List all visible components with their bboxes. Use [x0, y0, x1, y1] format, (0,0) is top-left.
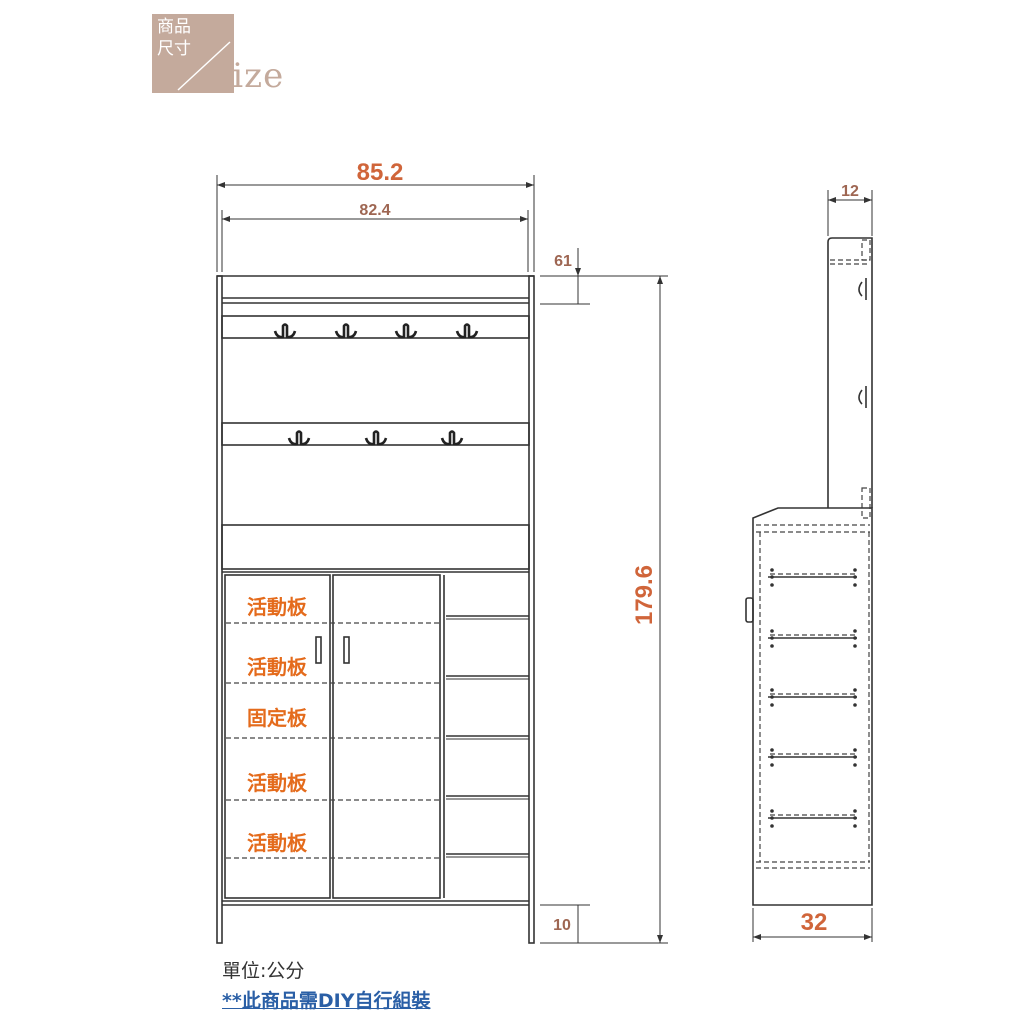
unit-note: 單位:公分 — [222, 960, 305, 982]
side-hook-top — [858, 278, 867, 300]
overall-width-label: 85.2 — [357, 159, 404, 186]
shelf-type-label: 固定板 — [247, 706, 308, 730]
right-post — [528, 275, 535, 944]
right-door — [332, 574, 441, 899]
top-offset-label: 61 — [554, 253, 572, 270]
left-door — [224, 574, 331, 899]
side-door-handle — [745, 597, 754, 623]
hook-rail-top — [221, 315, 530, 339]
logo-size-word: Size — [208, 56, 285, 96]
inner-width-label: 82.4 — [359, 202, 390, 219]
depth-label: 32 — [801, 909, 828, 936]
left-post — [216, 275, 223, 944]
shelf-type-label: 活動板 — [247, 655, 308, 679]
shelf-type-label: 活動板 — [247, 771, 308, 795]
side-top-panel — [827, 237, 873, 508]
back-panel-bottom — [221, 524, 530, 570]
shelf-type-label: 活動板 — [247, 595, 308, 619]
coat-hook-icon — [334, 323, 358, 339]
hook-rail-middle — [221, 422, 530, 446]
door-handle-right — [343, 636, 350, 664]
side-hook-middle — [858, 386, 867, 408]
size-logo: 商品 尺寸 — [152, 14, 234, 93]
shelf-type-label: 活動板 — [247, 831, 308, 855]
bottom-clearance-label: 10 — [553, 917, 571, 934]
diy-assembly-note[interactable]: **此商品需DIY自行組裝 — [222, 990, 431, 1012]
coat-hook-icon — [440, 430, 464, 446]
side-view: 12 32 — [745, 183, 873, 942]
logo-slash — [177, 41, 231, 91]
coat-hook-icon — [455, 323, 479, 339]
side-base-body — [752, 507, 873, 906]
front-dimensions: 85.2 82.4 179.6 61 10 — [216, 159, 668, 944]
coat-hook-icon — [287, 430, 311, 446]
coat-hook-icon — [364, 430, 388, 446]
door-handle-left — [315, 636, 322, 664]
logo-text-dimension: 尺寸 — [157, 39, 191, 59]
coat-hook-icon — [394, 323, 418, 339]
coat-hook-icon — [273, 323, 297, 339]
height-label: 179.6 — [631, 565, 658, 625]
logo-text-product: 商品 — [157, 17, 191, 37]
top-depth-label: 12 — [841, 183, 859, 200]
